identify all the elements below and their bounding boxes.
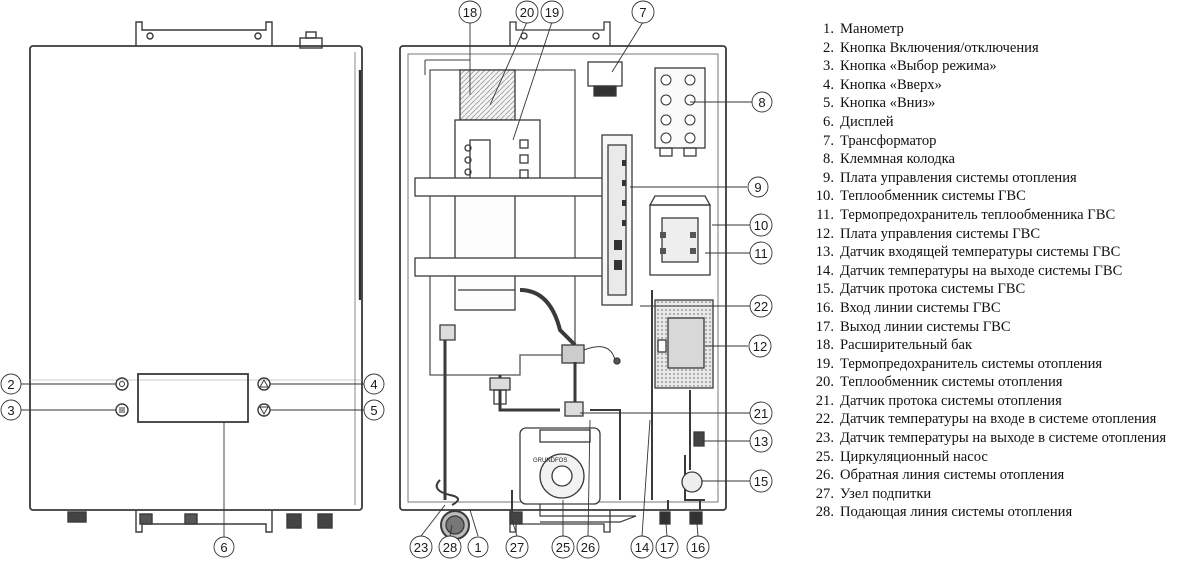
- transformer: [587, 61, 623, 87]
- svg-text:25: 25: [556, 540, 570, 555]
- legend-item: 8.Клеммная колодка: [823, 151, 955, 168]
- legend-item: 21.Датчик протока системы отопления: [815, 392, 1062, 409]
- callout-3: 3: [0, 399, 22, 421]
- legend-item: 1.Манометр: [823, 21, 904, 37]
- callout-14: 14: [630, 535, 654, 559]
- circulation-pump: [519, 427, 601, 505]
- svg-text:5: 5: [370, 403, 377, 418]
- svg-text:12: 12: [753, 339, 767, 354]
- legend-item: 3.Кнопка «Выбор режима»: [823, 58, 997, 75]
- legend-item: 20.Теплообменник системы отопления: [815, 374, 1063, 391]
- legend-item: 22.Датчик температуры на входе в системе…: [815, 411, 1157, 428]
- callout-4: 4: [363, 373, 385, 395]
- svg-text:18: 18: [463, 5, 477, 20]
- display: [137, 373, 249, 423]
- svg-text:8: 8: [758, 95, 765, 110]
- callout-22: 22: [749, 294, 773, 318]
- svg-text:17: 17: [660, 540, 674, 555]
- svg-text:9: 9: [754, 180, 761, 195]
- front-casing: [29, 45, 363, 511]
- svg-text:3: 3: [7, 403, 14, 418]
- terminal-block: [654, 67, 706, 157]
- callout-27: 27: [505, 535, 529, 559]
- svg-text:6: 6: [220, 540, 227, 555]
- legend-item: 2.Кнопка Включения/отключения: [823, 39, 1039, 56]
- callout-17: 17: [655, 535, 679, 559]
- svg-text:16: 16: [691, 540, 705, 555]
- legend-item: 28.Подающая линия системы отопления: [815, 504, 1073, 521]
- callout-7: 7: [631, 0, 655, 24]
- legend-item: 6.Дисплей: [823, 113, 894, 130]
- callout-25: 25: [551, 535, 575, 559]
- legend-item: 25.Циркуляционный насос: [815, 448, 988, 465]
- expansion-tank: [459, 69, 516, 121]
- callout-11: 11: [749, 241, 773, 265]
- callout-6: 6: [213, 536, 235, 558]
- legend-item: 16.Вход линии системы ГВС: [815, 299, 1001, 316]
- svg-text:7: 7: [639, 5, 646, 20]
- legend-item: 14.Датчик температуры на выходе системы …: [815, 262, 1123, 279]
- legend-item: 10.Теплообменник системы ГВС: [815, 188, 1026, 205]
- svg-text:2: 2: [7, 377, 14, 392]
- pump-brand: GRUNDFOS: [533, 458, 567, 464]
- svg-text:15: 15: [754, 474, 768, 489]
- svg-text:22: 22: [754, 299, 768, 314]
- svg-text:23: 23: [414, 540, 428, 555]
- svg-text:21: 21: [754, 406, 768, 421]
- legend-item: 4.Кнопка «Вверх»: [823, 76, 942, 93]
- callout-19: 19: [540, 0, 564, 24]
- boiler-diagram: GRUNDFOS: [0, 0, 773, 559]
- callout-26: 26: [576, 535, 600, 559]
- legend-item: 7.Трансформатор: [823, 132, 937, 149]
- callout-23: 23: [409, 535, 433, 559]
- callout-20: 20: [515, 0, 539, 24]
- callout-1: 1: [467, 536, 489, 558]
- dhw-flow-sensor: [681, 471, 703, 493]
- legend-item: 18.Расширительный бак: [815, 337, 973, 354]
- svg-text:28: 28: [443, 540, 457, 555]
- legend-item: 26.Обратная линия системы отопления: [815, 467, 1065, 484]
- callout-8: 8: [751, 91, 773, 113]
- svg-text:19: 19: [545, 5, 559, 20]
- callout-9: 9: [747, 176, 769, 198]
- callout-12: 12: [748, 334, 772, 358]
- legend-item: 17.Выход линии системы ГВС: [815, 318, 1011, 335]
- legend-item: 12.Плата управления системы ГВС: [815, 225, 1041, 242]
- legend-item: 11.Термопредохранитель теплообменника ГВ…: [816, 206, 1116, 223]
- internal-view: GRUNDFOS: [399, 21, 727, 540]
- legend-item: 19.Термопредохранитель системы отопления: [815, 355, 1103, 372]
- callout-5: 5: [363, 399, 385, 421]
- callout-10: 10: [749, 213, 773, 237]
- callout-16: 16: [686, 535, 710, 559]
- callout-15: 15: [749, 469, 773, 493]
- legend-item: 9.Плата управления системы отопления: [823, 169, 1077, 186]
- svg-text:26: 26: [581, 540, 595, 555]
- svg-text:1: 1: [474, 540, 481, 555]
- front-view: [29, 21, 363, 533]
- legend-item: 23.Датчик температуры на выходе в систем…: [815, 430, 1167, 447]
- legend-item: 5.Кнопка «Вниз»: [823, 95, 936, 112]
- svg-text:10: 10: [754, 218, 768, 233]
- svg-text:4: 4: [370, 377, 377, 392]
- parts-legend: 1.Манометр 2.Кнопка Включения/отключения…: [806, 20, 1200, 522]
- callout-18: 18: [458, 0, 482, 24]
- legend-item: 13.Датчик входящей температуры системы Г…: [815, 244, 1121, 261]
- callout-21: 21: [749, 401, 773, 425]
- svg-text:20: 20: [520, 5, 534, 20]
- callout-13: 13: [749, 429, 773, 453]
- svg-text:11: 11: [754, 246, 768, 261]
- callout-28: 28: [438, 535, 462, 559]
- legend-item: 27.Узел подпитки: [815, 485, 932, 502]
- svg-text:27: 27: [510, 540, 524, 555]
- legend-item: 15.Датчик протока системы ГВС: [815, 281, 1026, 298]
- svg-text:14: 14: [635, 540, 649, 555]
- callout-2: 2: [0, 373, 22, 395]
- svg-text:13: 13: [754, 434, 768, 449]
